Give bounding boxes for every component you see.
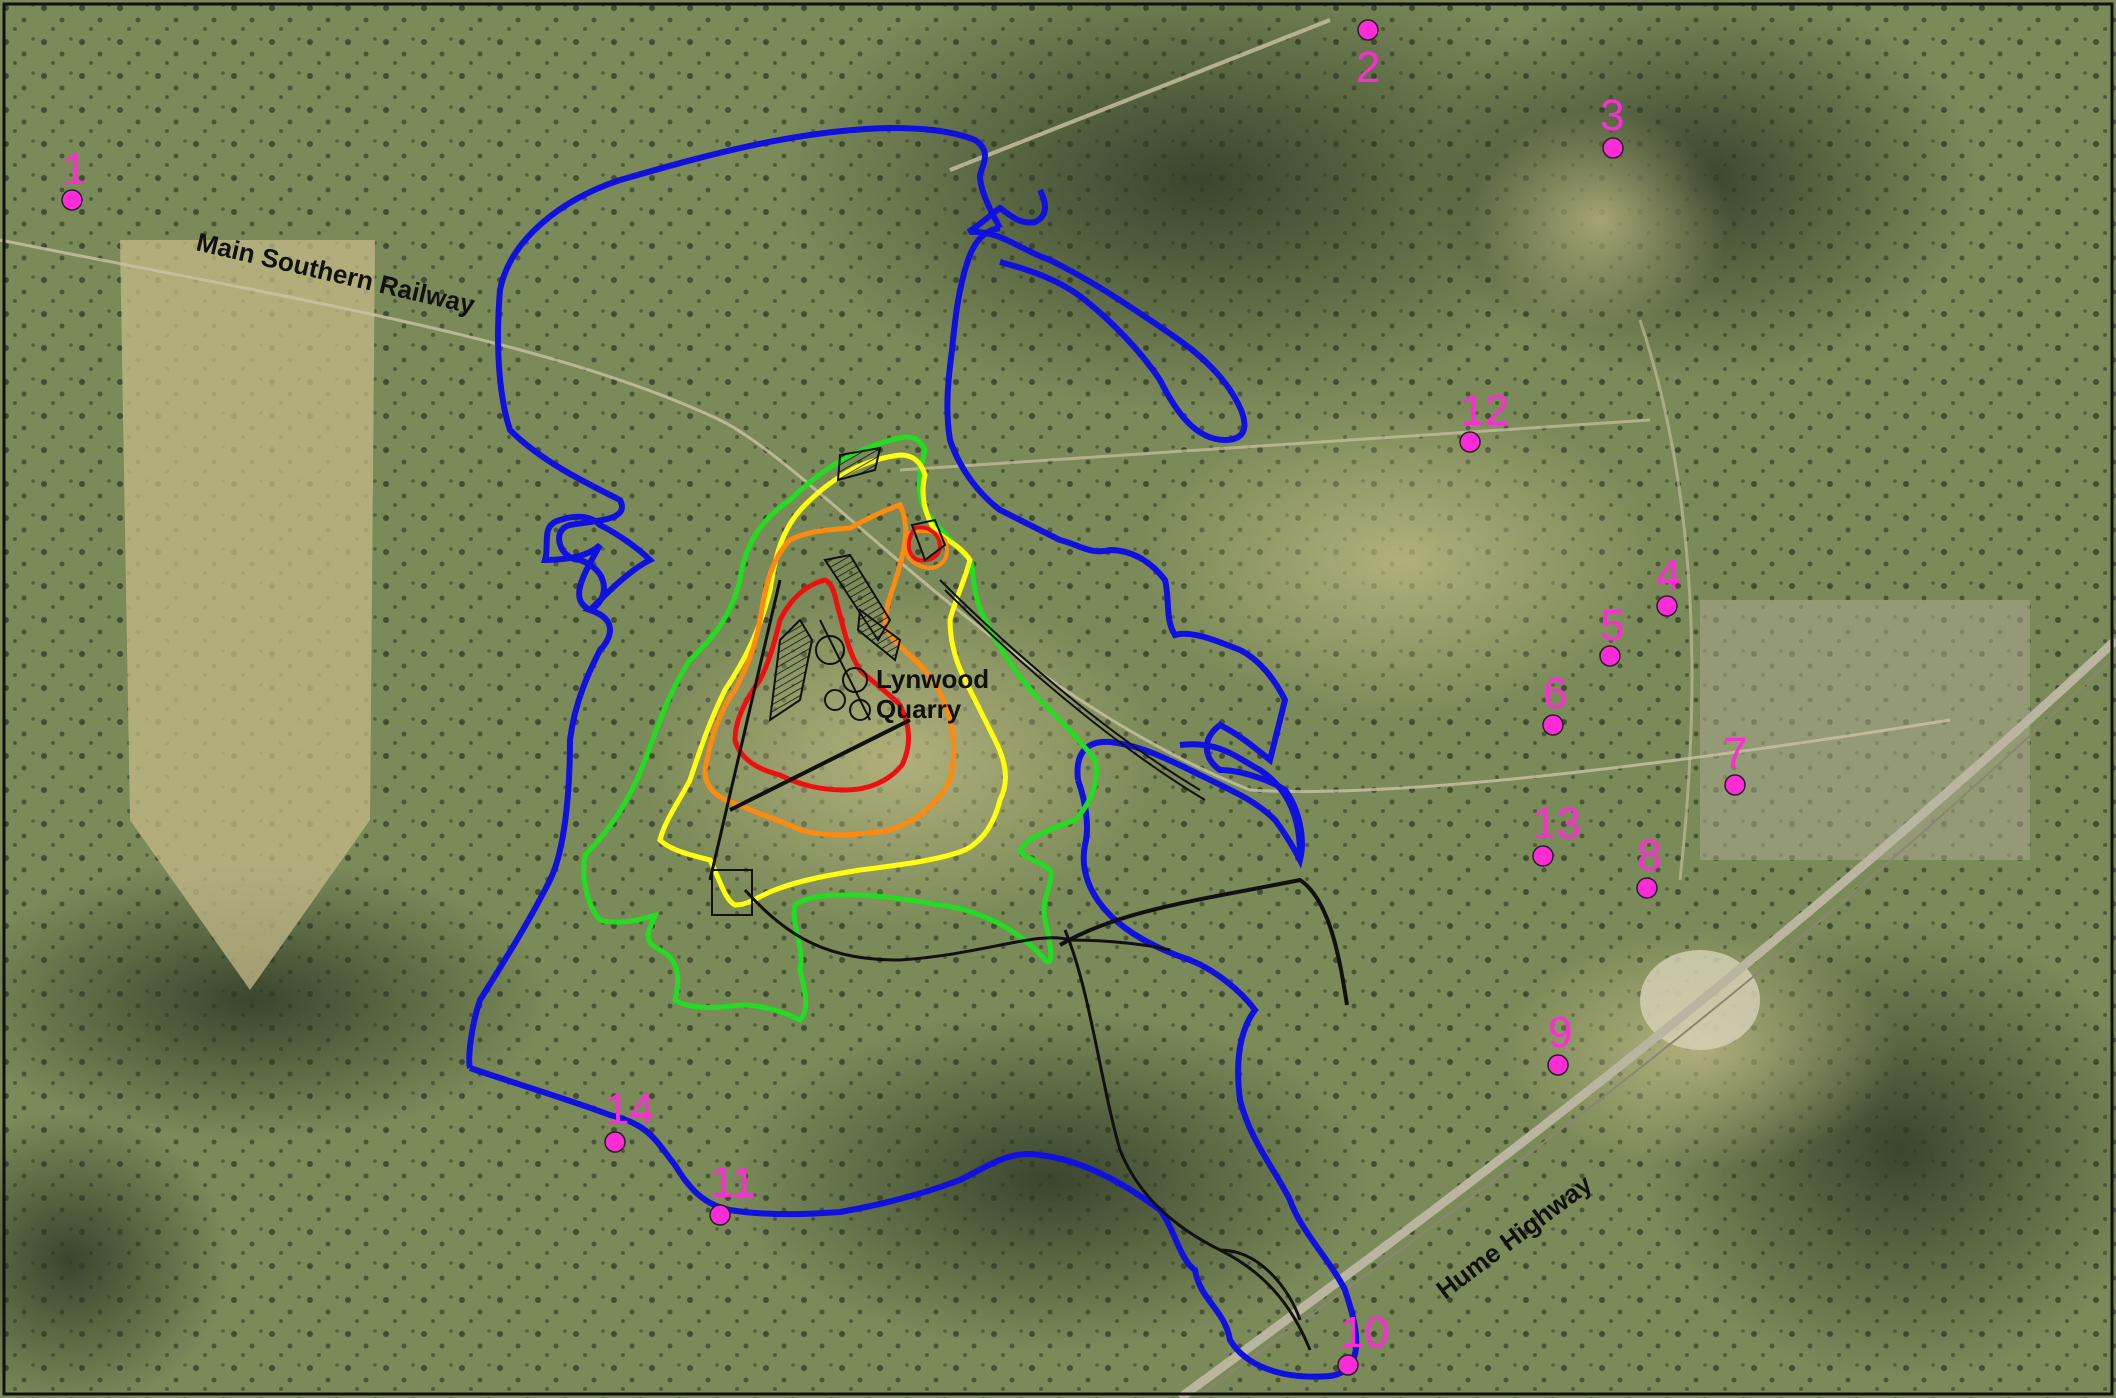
receptor-7[interactable]: 7	[1723, 729, 1747, 796]
receptor-label: 7	[1723, 729, 1747, 778]
receptor-label: 4	[1656, 551, 1680, 600]
receptor-label: 5	[1600, 601, 1624, 650]
receptor-label: 12	[1460, 386, 1509, 435]
receptor-label: 9	[1548, 1008, 1572, 1057]
receptor-10[interactable]: 10	[1337, 1308, 1389, 1376]
receptor-points: 1 2 3 4 5 6 7 8	[61, 19, 1747, 1376]
receptor-label: 1	[62, 145, 86, 194]
receptor-12[interactable]: 12	[1459, 386, 1509, 453]
receptor-11[interactable]: 11	[709, 1158, 756, 1226]
quarry-label-line1: Lynwood	[876, 664, 989, 694]
receptor-label: 14	[605, 1085, 654, 1134]
receptor-4[interactable]: 4	[1656, 551, 1680, 617]
receptor-14[interactable]: 14	[604, 1085, 654, 1153]
quarry-label-line2: Quarry	[876, 694, 962, 724]
receptor-1[interactable]: 1	[61, 145, 86, 211]
contour-green	[581, 434, 1099, 1024]
receptor-label: 2	[1356, 43, 1380, 92]
contour-blue	[466, 125, 1360, 1380]
receptor-2[interactable]: 2	[1356, 19, 1380, 92]
contour-yellow	[657, 452, 1008, 908]
receptor-label: 10	[1340, 1308, 1389, 1357]
receptor-9[interactable]: 9	[1547, 1008, 1572, 1076]
receptor-3[interactable]: 3	[1600, 91, 1624, 159]
receptor-5[interactable]: 5	[1599, 601, 1624, 667]
receptor-label: 13	[1532, 799, 1581, 848]
receptor-13[interactable]: 13	[1532, 799, 1581, 867]
receptor-label: 8	[1637, 831, 1661, 880]
receptor-label: 11	[710, 1158, 756, 1207]
quarry-infrastructure	[708, 446, 1349, 1351]
receptor-label: 6	[1543, 669, 1567, 718]
receptor-8[interactable]: 8	[1636, 831, 1661, 899]
receptor-label: 3	[1600, 91, 1624, 140]
receptor-6[interactable]: 6	[1542, 669, 1567, 736]
contour-red	[732, 525, 943, 793]
